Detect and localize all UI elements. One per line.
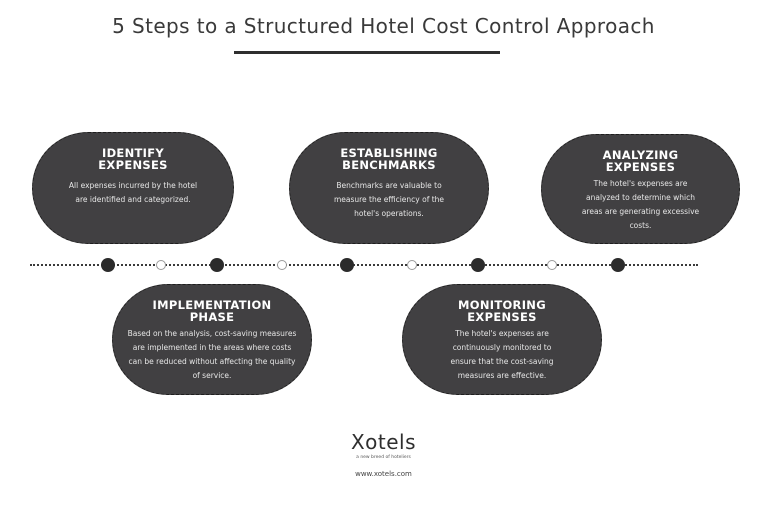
- step-description: All expenses incurred by the hotel are i…: [68, 181, 198, 204]
- timeline-connector-dot: [156, 260, 166, 270]
- timeline-node-3: [340, 258, 354, 272]
- step-card-monitoring-expenses: MONITORING EXPENSES The hotel's expenses…: [402, 284, 602, 395]
- step-description: The hotel's expenses are continuously mo…: [450, 329, 554, 380]
- title-underline: [234, 51, 500, 54]
- step-card-identify-expenses: IDENTIFY EXPENSES All expenses incurred …: [32, 132, 234, 244]
- step-heading: ANALYZING EXPENSES: [602, 148, 679, 174]
- logo-tagline: a new breed of hoteliers: [356, 455, 411, 460]
- step-card-analyzing-expenses: ANALYZING EXPENSES The hotel's expenses …: [541, 134, 740, 244]
- timeline-line: [30, 264, 698, 266]
- timeline-node-5: [611, 258, 625, 272]
- timeline-node-4: [471, 258, 485, 272]
- page-title: 5 Steps to a Structured Hotel Cost Contr…: [112, 14, 655, 38]
- step-heading: ESTABLISHING BENCHMARKS: [340, 146, 438, 172]
- timeline-node-2: [210, 258, 224, 272]
- step-card-establishing-benchmarks: ESTABLISHING BENCHMARKS Benchmarks are v…: [289, 132, 489, 244]
- step-description: The hotel's expenses are analyzed to det…: [581, 179, 700, 230]
- timeline-connector-dot: [407, 260, 417, 270]
- step-heading: IMPLEMENTATION PHASE: [152, 298, 272, 324]
- step-heading: MONITORING EXPENSES: [458, 298, 546, 324]
- step-description: Benchmarks are valuable to measure the e…: [333, 181, 445, 218]
- xotels-logo: Xotels: [350, 430, 417, 454]
- website-link[interactable]: www.xotels.com: [355, 470, 412, 478]
- timeline-node-1: [101, 258, 115, 272]
- step-card-implementation-phase: IMPLEMENTATION PHASE Based on the analys…: [112, 284, 312, 395]
- step-heading: IDENTIFY EXPENSES: [98, 146, 168, 172]
- timeline-connector-dot: [277, 260, 287, 270]
- timeline-connector-dot: [547, 260, 557, 270]
- step-description: Based on the analysis, cost-saving measu…: [127, 329, 297, 380]
